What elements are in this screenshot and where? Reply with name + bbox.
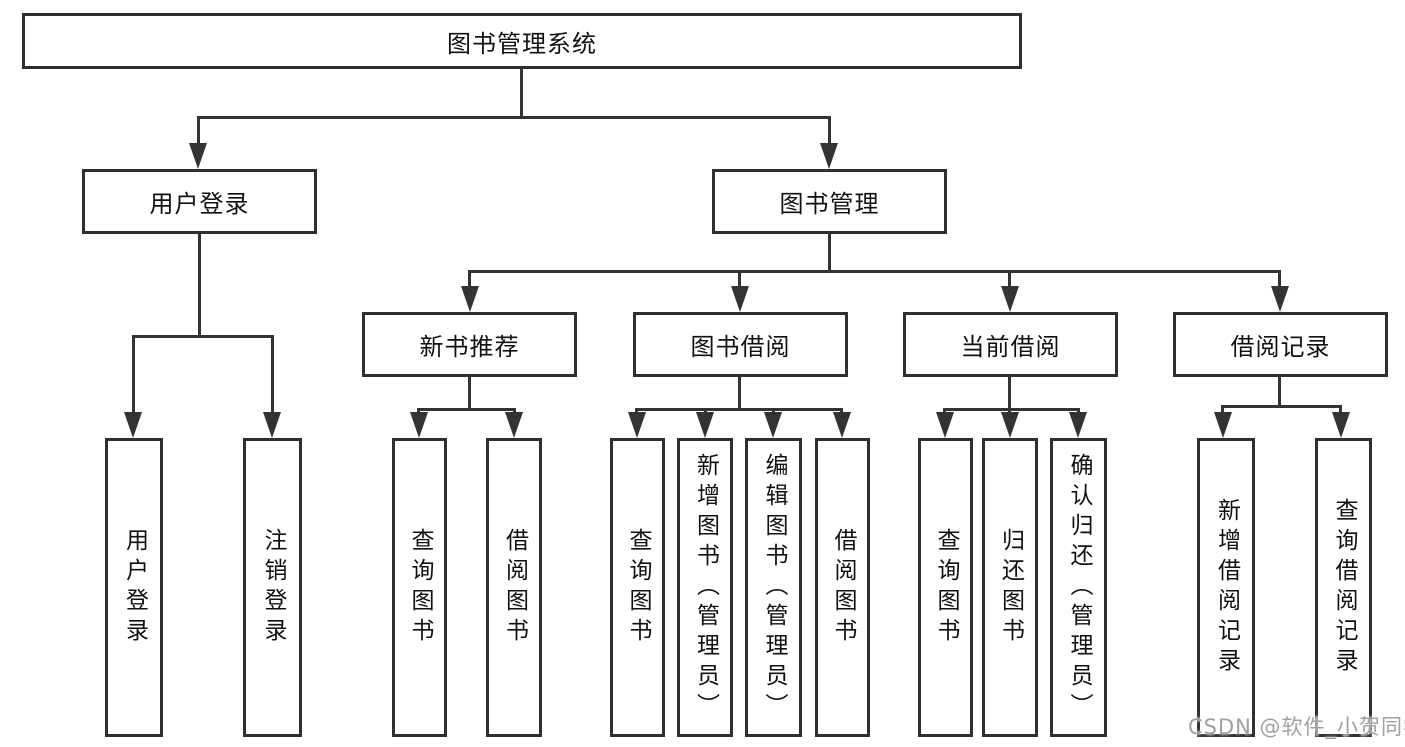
connector-line bbox=[1008, 408, 1011, 415]
connector-line bbox=[704, 408, 707, 415]
root-node-label: 图书管理系统 bbox=[447, 29, 597, 58]
arrow-down-icon bbox=[1214, 412, 1232, 438]
leaf-edit-book-admin-label: 编辑图书（管理员） bbox=[761, 452, 787, 723]
connector-line bbox=[520, 69, 523, 116]
leaf-borrow-books-recommend: 借阅图书 bbox=[486, 438, 542, 737]
arrow-down-icon bbox=[820, 143, 838, 169]
connector-line bbox=[1278, 377, 1281, 405]
arrow-down-icon bbox=[263, 412, 281, 438]
branch-book-mgmt: 图书管理 bbox=[712, 169, 947, 234]
connector-line bbox=[828, 116, 831, 148]
arrow-down-icon bbox=[505, 412, 523, 438]
connector-line bbox=[197, 116, 200, 148]
branch-book-mgmt-label: 图书管理 bbox=[779, 190, 880, 218]
leaf-return-book-label: 归还图书 bbox=[997, 527, 1024, 648]
leaf-user-login-label: 用户登录 bbox=[121, 527, 148, 648]
group-book-borrow-label: 图书借阅 bbox=[690, 333, 791, 361]
connector-line bbox=[738, 270, 741, 290]
connector-line bbox=[468, 270, 1281, 273]
leaf-logout-label: 注销登录 bbox=[260, 527, 286, 648]
arrow-down-icon bbox=[764, 412, 782, 438]
arrow-down-icon bbox=[1001, 286, 1019, 312]
leaf-confirm-return-admin: 确认归还（管理员） bbox=[1050, 438, 1107, 737]
leaf-query-borrow-record-label: 查询借阅记录 bbox=[1331, 497, 1357, 678]
group-new-book-rec: 新书推荐 bbox=[362, 312, 577, 377]
arrow-down-icon bbox=[189, 143, 207, 169]
leaf-borrow-books-recommend-label: 借阅图书 bbox=[501, 527, 528, 648]
arrow-down-icon bbox=[461, 286, 479, 312]
arrow-down-icon bbox=[410, 412, 428, 438]
connector-line bbox=[1008, 377, 1011, 408]
connector-line bbox=[738, 377, 741, 408]
arrow-down-icon bbox=[833, 412, 851, 438]
group-new-book-rec-label: 新书推荐 bbox=[419, 333, 520, 361]
root-node: 图书管理系统 bbox=[22, 13, 1022, 69]
leaf-borrow-books: 借阅图书 bbox=[815, 438, 870, 737]
group-current-borrow-label: 当前借阅 bbox=[960, 333, 1061, 361]
leaf-query-books-borrow-label: 查询图书 bbox=[625, 527, 651, 648]
leaf-logout: 注销登录 bbox=[243, 438, 302, 737]
connector-line bbox=[198, 234, 201, 335]
arrow-down-icon bbox=[1332, 412, 1350, 438]
connector-line bbox=[840, 408, 843, 415]
arrow-down-icon bbox=[628, 412, 646, 438]
connector-line bbox=[1077, 408, 1080, 415]
connector-line bbox=[468, 270, 471, 290]
leaf-add-borrow-record-label: 新增借阅记录 bbox=[1213, 497, 1240, 678]
connector-line bbox=[772, 408, 775, 415]
connector-line bbox=[1221, 405, 1342, 408]
group-book-borrow: 图书借阅 bbox=[633, 312, 848, 377]
arrow-down-icon bbox=[1001, 412, 1019, 438]
connector-line bbox=[468, 377, 471, 408]
arrow-down-icon bbox=[696, 412, 714, 438]
connector-line bbox=[417, 408, 420, 415]
leaf-query-books-current-label: 查询图书 bbox=[933, 527, 959, 648]
leaf-query-books-recommend: 查询图书 bbox=[392, 438, 447, 737]
connector-line bbox=[1008, 270, 1011, 290]
arrow-down-icon bbox=[936, 412, 954, 438]
branch-user-login-label: 用户登录 bbox=[149, 190, 250, 218]
group-borrow-records-label: 借阅记录 bbox=[1230, 333, 1331, 361]
connector-line bbox=[943, 408, 1080, 411]
connector-line bbox=[271, 335, 274, 414]
leaf-return-book: 归还图书 bbox=[982, 438, 1038, 737]
connector-line bbox=[1339, 405, 1342, 415]
connector-line bbox=[1221, 405, 1224, 415]
connector-line bbox=[417, 408, 516, 411]
connector-line bbox=[635, 408, 843, 411]
leaf-confirm-return-admin-label: 确认归还（管理员） bbox=[1066, 452, 1092, 723]
connector-line bbox=[828, 234, 831, 270]
leaf-borrow-books-label: 借阅图书 bbox=[830, 527, 856, 648]
branch-user-login: 用户登录 bbox=[82, 169, 317, 234]
arrow-down-icon bbox=[1271, 286, 1289, 312]
arrow-down-icon bbox=[731, 286, 749, 312]
arrow-down-icon bbox=[124, 412, 142, 438]
leaf-query-borrow-record: 查询借阅记录 bbox=[1315, 438, 1372, 737]
connector-line bbox=[943, 408, 946, 415]
connector-line bbox=[635, 408, 638, 415]
group-borrow-records: 借阅记录 bbox=[1173, 312, 1388, 377]
connector-line bbox=[132, 335, 135, 414]
connector-line bbox=[132, 335, 274, 338]
connector-line bbox=[513, 408, 516, 415]
connector-line bbox=[197, 116, 831, 119]
group-current-borrow: 当前借阅 bbox=[903, 312, 1118, 377]
leaf-edit-book-admin: 编辑图书（管理员） bbox=[745, 438, 802, 737]
arrow-down-icon bbox=[1069, 412, 1087, 438]
connector-line bbox=[1278, 270, 1281, 290]
leaf-user-login: 用户登录 bbox=[105, 438, 163, 737]
leaf-add-book-admin: 新增图书（管理员） bbox=[677, 438, 733, 737]
watermark: CSDN @软件_小贺同学 bbox=[1188, 715, 1405, 739]
leaf-add-book-admin-label: 新增图书（管理员） bbox=[692, 452, 719, 723]
leaf-query-books-borrow: 查询图书 bbox=[610, 438, 665, 737]
leaf-add-borrow-record: 新增借阅记录 bbox=[1197, 438, 1255, 737]
leaf-query-books-current: 查询图书 bbox=[918, 438, 973, 737]
leaf-query-books-recommend-label: 查询图书 bbox=[407, 527, 433, 648]
